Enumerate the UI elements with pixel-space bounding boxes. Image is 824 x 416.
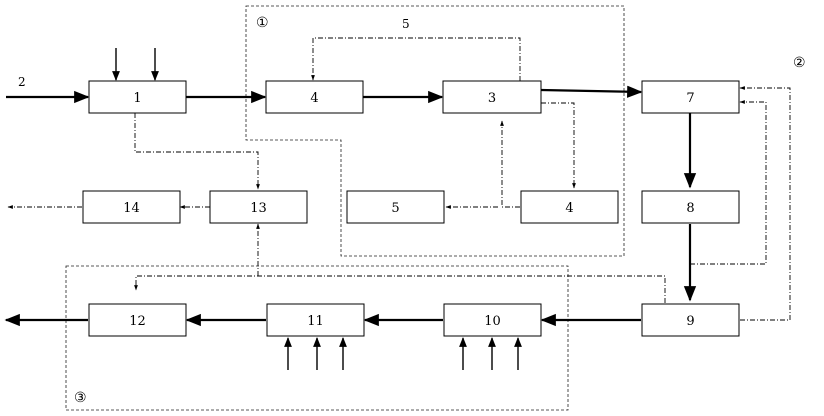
box-11: 11 (266, 303, 365, 337)
zone-3-label: ③ (74, 390, 87, 406)
recycle-9-to-7 (739, 86, 791, 321)
box-8: 8 (641, 190, 740, 224)
dashed-flows (7, 37, 791, 321)
box-1-label: 1 (133, 91, 141, 106)
recycle-8-to-7 (690, 100, 767, 265)
zone-1-label: ① (256, 15, 269, 31)
box-11-label: 11 (307, 314, 324, 329)
box-10: 10 (443, 303, 542, 337)
flow-9-to-12 (134, 275, 666, 303)
box-14: 14 (82, 190, 181, 224)
input-stream-label: 2 (18, 75, 26, 89)
box-4-lower: 4 (520, 190, 619, 224)
solid-flows (4, 48, 697, 370)
box-5: 5 (346, 190, 445, 224)
box-3: 3 (442, 80, 542, 114)
box-8-label: 8 (686, 201, 694, 216)
box-12: 12 (88, 303, 187, 337)
box-9-label: 9 (686, 314, 694, 329)
box-3-label: 3 (488, 91, 496, 106)
box-10-label: 10 (484, 314, 501, 329)
zone-1-boundary (245, 5, 625, 257)
flow-4-lower-to-3 (500, 120, 520, 208)
recycle-3-to-4 (311, 37, 521, 81)
box-14-label: 14 (123, 201, 140, 216)
box-4-upper: 4 (265, 80, 364, 114)
box-4-upper-label: 4 (310, 91, 318, 106)
zone-2-label: ② (793, 55, 806, 71)
box-1: 1 (88, 80, 187, 114)
box-12-label: 12 (129, 314, 146, 329)
box-9: 9 (641, 303, 740, 337)
box-7: 7 (641, 80, 740, 114)
box-5-label: 5 (391, 201, 399, 216)
flow-3-to-7 (540, 85, 643, 98)
zone-boundaries (65, 5, 625, 411)
box-4-lower-label: 4 (565, 201, 573, 216)
box-7-label: 7 (686, 91, 694, 106)
box-13: 13 (209, 190, 308, 224)
flow-3-to-4-lower (541, 102, 576, 189)
zone-3-boundary (65, 265, 569, 411)
recycle-stream-label: 5 (402, 17, 410, 31)
box-13-label: 13 (250, 201, 267, 216)
flow-1-to-13 (134, 113, 260, 190)
